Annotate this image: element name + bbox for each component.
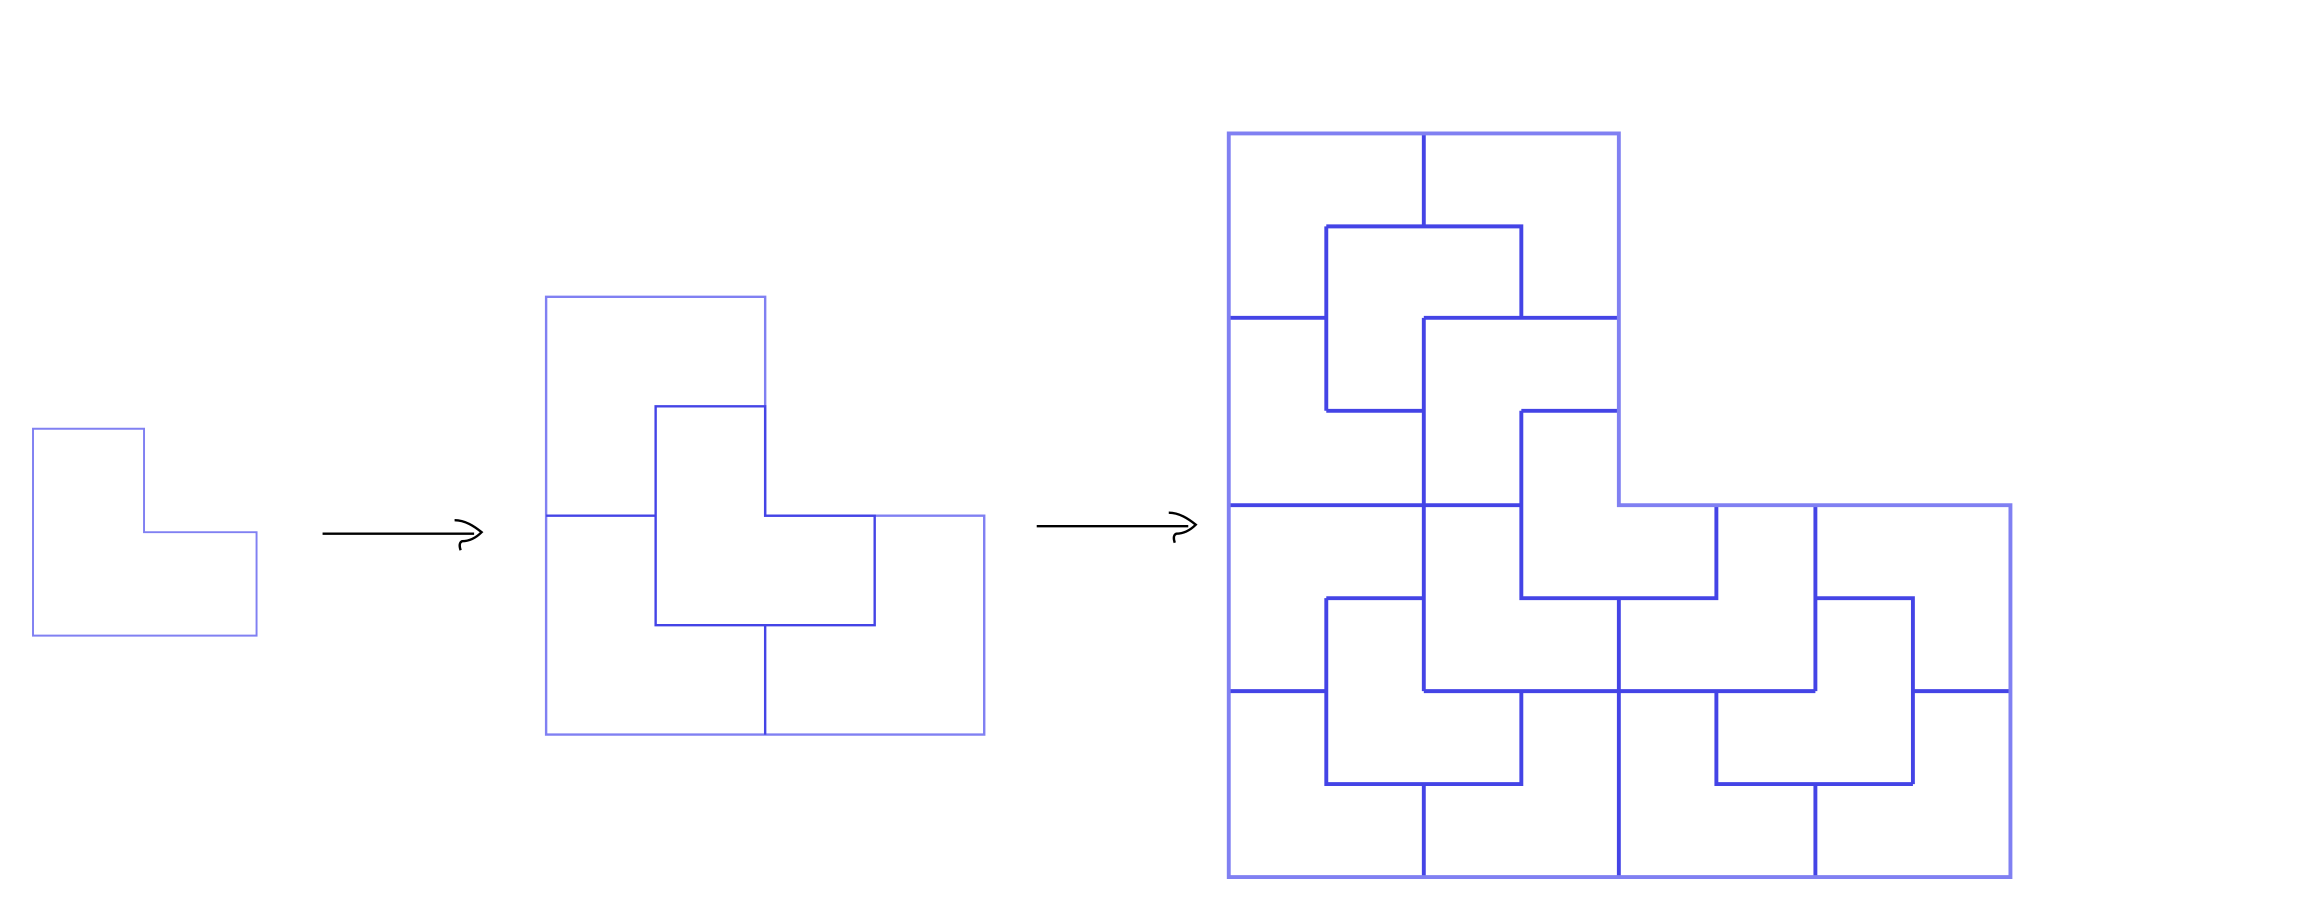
stage-2-inner-lines: [546, 405, 876, 735]
stage-3-inner-lines: [1228, 133, 2011, 878]
stage-3-tile-edge: [1326, 224, 1524, 318]
stage-3-tile-edge: [1714, 691, 1913, 787]
arrow-1: [322, 519, 484, 551]
arrow-2-head: [1168, 511, 1198, 544]
stage-2-outline: [544, 295, 986, 736]
stage-2-center-tile: [654, 405, 876, 627]
arrow-1-head: [454, 519, 484, 551]
stage-1-l-tromino: [32, 427, 258, 637]
stage-3-outline: [1226, 131, 2013, 879]
stage-3-tiling: [1226, 131, 2013, 879]
arrow-2: [1036, 511, 1198, 544]
stage-2-tiling: [544, 295, 986, 736]
stage-3-tile-edge: [1815, 596, 1915, 785]
stage-1-outline: [32, 427, 258, 637]
